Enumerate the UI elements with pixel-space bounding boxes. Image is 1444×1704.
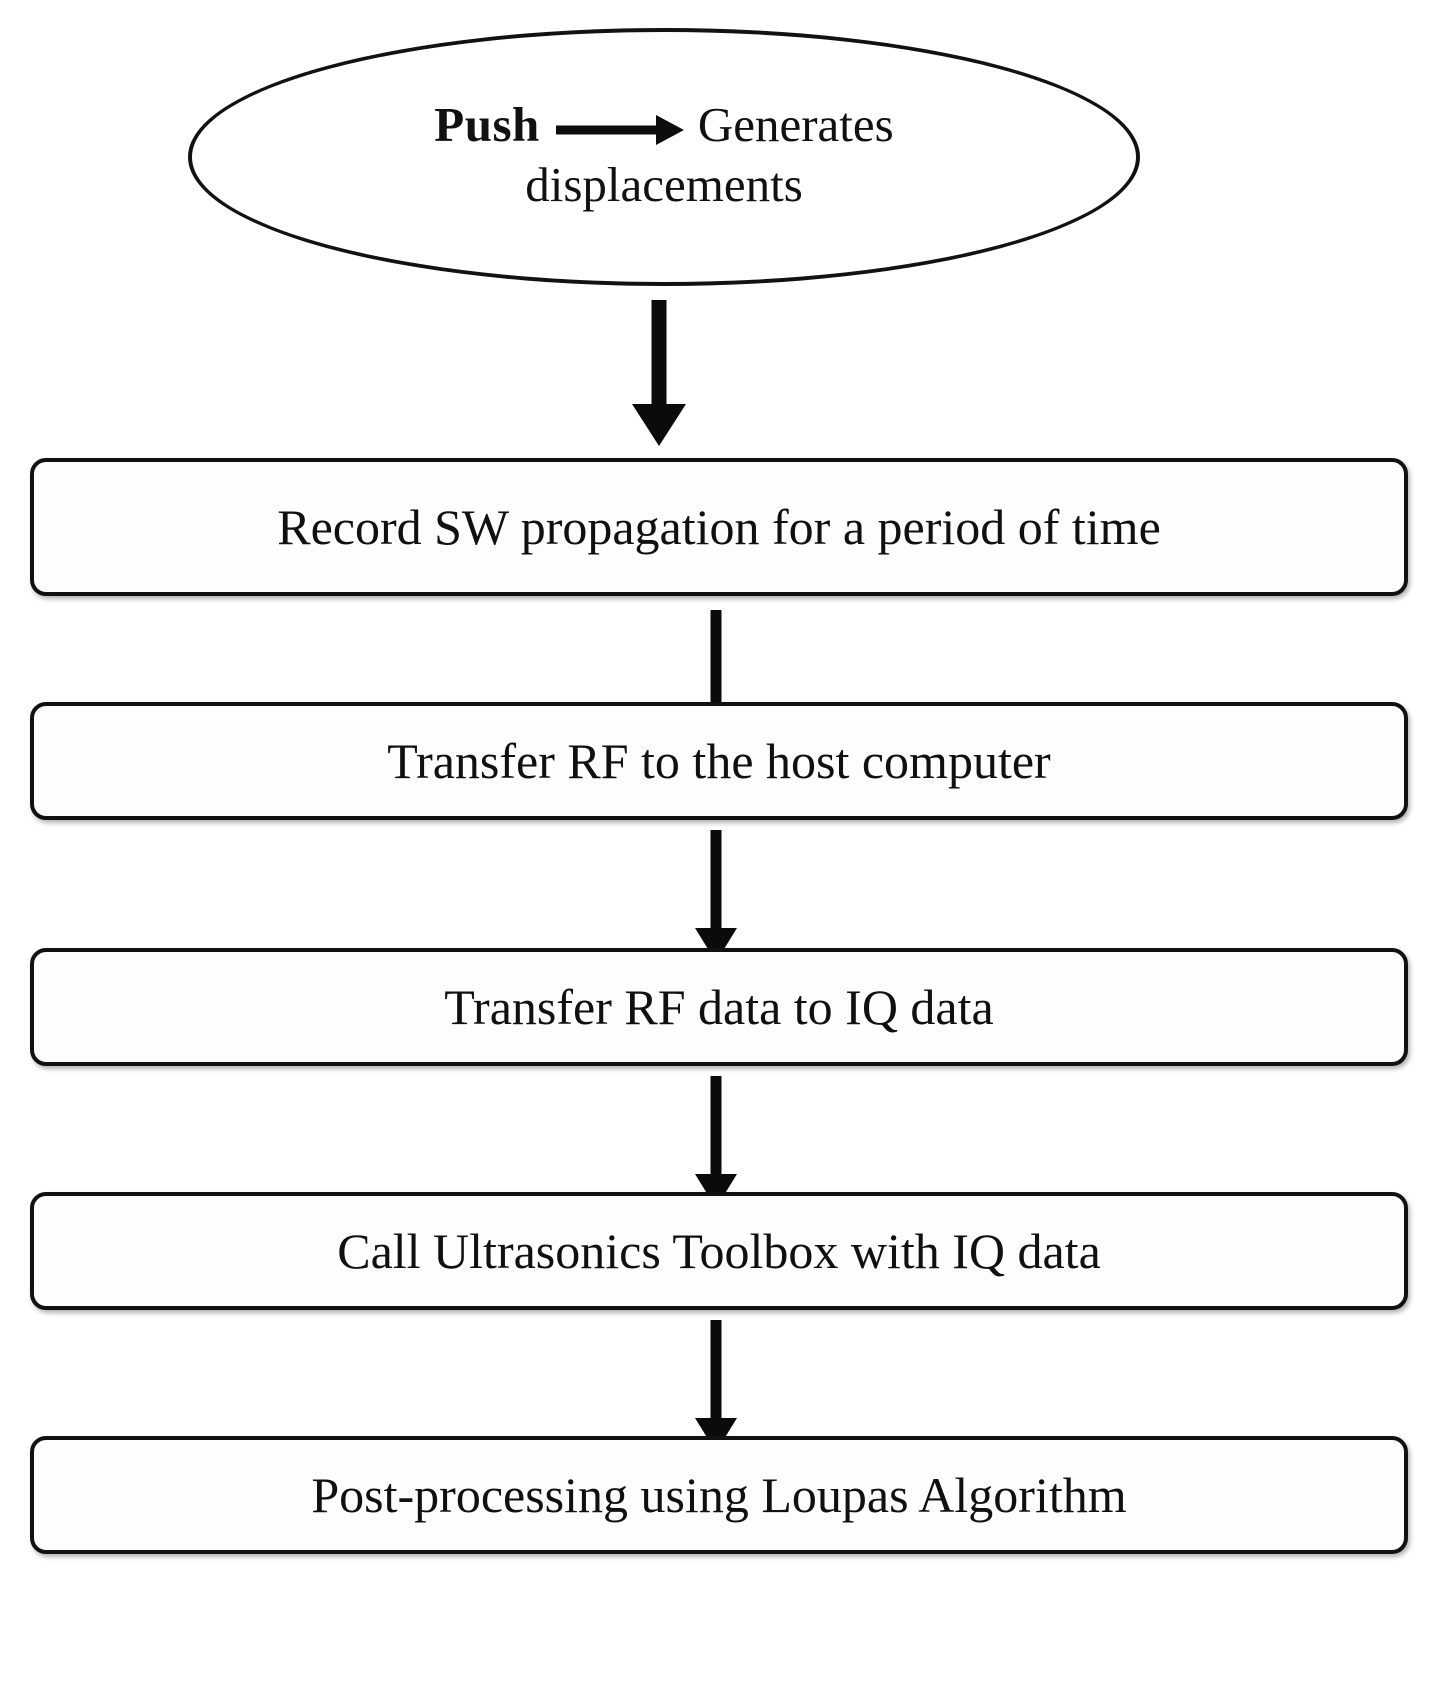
process-box-step-4[interactable]: Call Ultrasonics Toolbox with IQ data [30, 1192, 1408, 1310]
connector-4-to-5 [681, 1320, 751, 1452]
process-box-step-1[interactable]: Record SW propagation for a period of ti… [30, 458, 1408, 596]
start-node-text: Push Generates displacements [192, 95, 1136, 219]
start-node-line-1: Push Generates [192, 95, 1136, 155]
process-label-step-2: Transfer RF to the host computer [387, 732, 1051, 789]
connector-3-to-4 [681, 1076, 751, 1208]
right-arrow-icon [555, 112, 684, 147]
process-label-step-3: Transfer RF data to IQ data [444, 978, 994, 1035]
process-label-step-4: Call Ultrasonics Toolbox with IQ data [337, 1222, 1101, 1279]
connector-start-to-1 [614, 300, 704, 446]
start-node-effect: Generates [697, 97, 894, 153]
process-label-step-1: Record SW propagation for a period of ti… [277, 498, 1161, 555]
start-node-ellipse[interactable]: Push Generates displacements [188, 28, 1140, 286]
process-box-step-3[interactable]: Transfer RF data to IQ data [30, 948, 1408, 1066]
connector-2-to-3 [681, 830, 751, 962]
process-label-step-5: Post-processing using Loupas Algorithm [311, 1466, 1127, 1523]
start-node-keyword: Push [434, 97, 540, 153]
start-node-line-2: displacements [525, 157, 803, 212]
process-box-step-5[interactable]: Post-processing using Loupas Algorithm [30, 1436, 1408, 1554]
process-box-step-2[interactable]: Transfer RF to the host computer [30, 702, 1408, 820]
